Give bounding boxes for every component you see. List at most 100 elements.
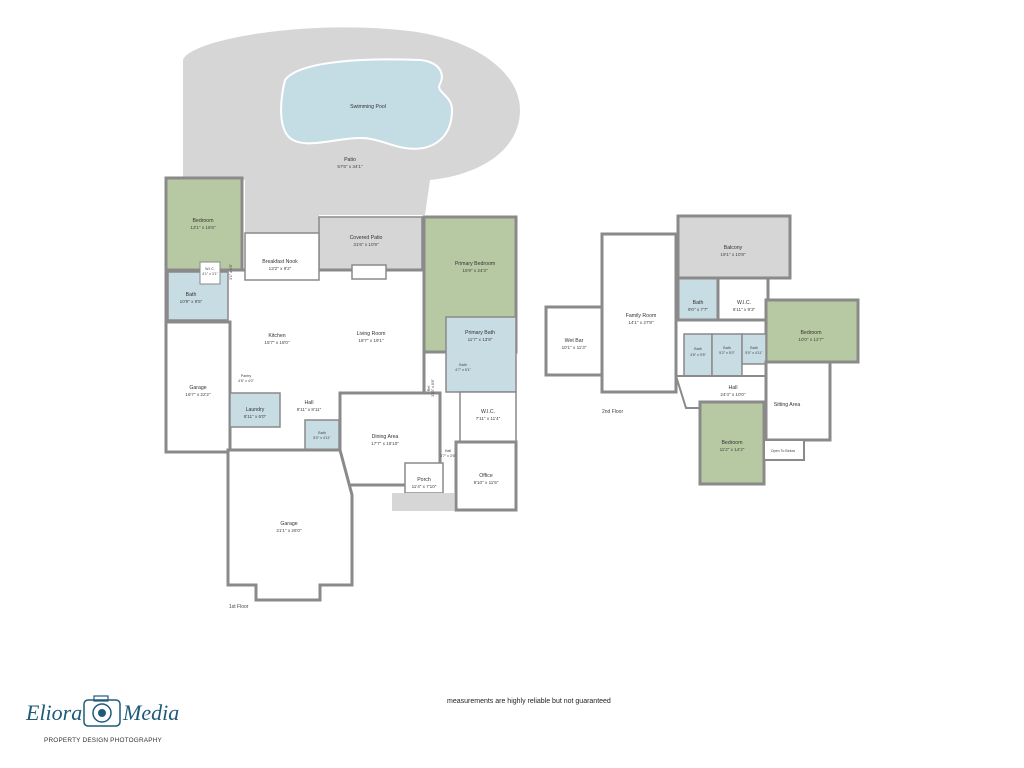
- wic-second: [716, 276, 770, 322]
- dim-bath-c: 5'0" x 4'11": [745, 351, 763, 355]
- dim-bath-left: 10'9" x 8'5": [180, 299, 203, 304]
- dim-hall-second: 24'4" x 10'0": [720, 392, 746, 397]
- dim-bedroom-right: 10'0" x 12'7": [798, 337, 824, 342]
- brand-left-text: Eliora: [25, 700, 82, 725]
- label-sitting: Sitting Area: [774, 402, 801, 408]
- dim-garage-main: 21'1" x 26'0": [276, 528, 302, 533]
- label-wic-second: W.I.C.: [737, 300, 751, 306]
- label-porch: Porch: [417, 477, 431, 483]
- wic-small: [199, 261, 221, 285]
- first-floor-labels: Swimming Pool Patio 57'6" x 34'1" Bedroo…: [180, 104, 501, 610]
- office: [454, 440, 518, 512]
- label-bath-b: Bath: [723, 346, 730, 350]
- label-hall-second: Hall: [729, 385, 738, 391]
- dim-garage-left: 16'7" x 22'2": [185, 392, 211, 397]
- dim-living: 18'7" x 19'1": [358, 338, 384, 343]
- dim-pantry: 4'6" x 4'0": [238, 379, 254, 383]
- brand-logo: Eliora Media PROPERTY DESIGN PHOTOGRAPHY: [25, 695, 179, 744]
- dim-family: 14'1" x 27'8": [628, 320, 654, 325]
- label-balcony: Balcony: [724, 245, 743, 251]
- garage-left: [164, 320, 232, 454]
- dim-bedroom-bottom: 11'2" x 14'2": [720, 447, 745, 452]
- dim-office: 9'10" x 11'5": [474, 480, 499, 485]
- label-bath-mini: Bath: [459, 363, 466, 367]
- breakfast-nook: [244, 232, 320, 281]
- dim-dining: 17'7" x 15'10": [371, 441, 399, 446]
- half-bath: [304, 419, 340, 451]
- label-living: Living Room: [357, 331, 386, 337]
- label-covered-patio: Covered Patio: [350, 235, 383, 241]
- bath-top: [676, 276, 720, 322]
- dim-balcony: 19'1" x 10'8": [720, 252, 746, 257]
- disclaimer-text: measurements are highly reliable but not…: [447, 698, 611, 705]
- dim-wic-primary: 7'11" x 11'4": [476, 416, 501, 421]
- label-primary-bath: Primary Bath: [465, 330, 495, 336]
- laundry: [229, 392, 281, 428]
- label-bedroom-bottom: Bedroom: [721, 440, 742, 446]
- bedroom-bottom: [698, 400, 766, 486]
- label-kitchen: Kitchen: [268, 333, 285, 339]
- label-pantry: Pantry: [241, 374, 252, 378]
- label-bedroom-left: Bedroom: [192, 218, 213, 224]
- label-garage-main: Garage: [280, 521, 297, 527]
- label-primary-bedroom: Primary Bedroom: [455, 261, 495, 267]
- dim-bath-top: 9'0" x 7'7": [688, 307, 708, 312]
- brand-right-text: Media: [122, 700, 179, 725]
- dim-kitchen: 15'7" x 18'0": [264, 340, 290, 345]
- second-floor-labels: Balcony 19'1" x 10'8" Family Room 14'1" …: [562, 245, 824, 453]
- sitting-area: [764, 360, 832, 442]
- dim-wic-small: 4'1" x 3'1": [202, 272, 218, 276]
- label-pool: Swimming Pool: [350, 104, 386, 110]
- label-office: Office: [479, 473, 493, 479]
- label-closet-small: 3'1" x 4'8": [229, 263, 233, 279]
- label-bath-c: Bath: [750, 346, 757, 350]
- label-wet-bar: Wet Bar: [565, 338, 584, 344]
- label-patio: Patio: [344, 157, 356, 163]
- label-laundry: Laundry: [246, 407, 265, 413]
- dim-covered-patio: 31'6" x 10'9": [353, 242, 379, 247]
- wet-bar: [544, 305, 604, 377]
- label-garage-left: Garage: [189, 385, 206, 391]
- dim-breakfast: 13'2" x 9'2": [269, 266, 292, 271]
- label-hall-small: Hall: [445, 449, 451, 453]
- dim-porch: 11'4" x 7'10": [412, 484, 437, 489]
- dim-laundry: 8'11" x 6'0": [244, 414, 267, 419]
- label-first-floor: 1st Floor: [229, 604, 249, 610]
- bath-b: [711, 333, 743, 377]
- fireplace: [351, 264, 387, 280]
- dim-hall: 9'11" x 8'11": [297, 407, 322, 412]
- dim-patio: 57'6" x 34'1": [337, 164, 363, 169]
- label-bedroom-right: Bedroom: [800, 330, 821, 336]
- label-bath-top: Bath: [693, 300, 704, 306]
- label-breakfast: Breakfast Nook: [262, 259, 298, 265]
- wic-primary: [459, 391, 517, 443]
- label-dining: Dining Area: [372, 434, 399, 440]
- label-bath-half: Bath: [318, 431, 325, 435]
- dim-primary-bath: 11'7" x 13'8": [468, 337, 493, 342]
- dim-hall-small: 3'7" x 3'6": [440, 454, 456, 458]
- dim-bath-a: 4'6" x 9'5": [690, 353, 706, 357]
- label-hall: Hall: [305, 400, 314, 406]
- primary-bath: [445, 316, 517, 393]
- dim-bedroom-left: 13'1" x 16'6": [190, 225, 216, 230]
- label-open-below: Open To Below: [771, 449, 796, 453]
- brand-tagline: PROPERTY DESIGN PHOTOGRAPHY: [44, 737, 163, 744]
- dim-bath-mini: 4'7" x 5'1": [455, 368, 471, 372]
- dim-wic-second: 6'11" x 9'3": [733, 307, 756, 312]
- label-wic-small: W.I.C.: [205, 267, 215, 271]
- label-bath-left: Bath: [186, 292, 197, 298]
- porch-steps: [392, 493, 454, 511]
- label-second-floor: 2nd Floor: [602, 409, 623, 415]
- label-ref: Ref.: [427, 385, 431, 392]
- bath-c: [741, 333, 767, 365]
- first-floor: [164, 176, 518, 602]
- open-below: [763, 439, 805, 461]
- swimming-pool: [280, 58, 454, 150]
- dim-wet-bar: 10'1" x 11'3": [562, 345, 587, 350]
- dim-primary-bedroom: 15'9" x 24'3": [462, 268, 488, 273]
- bedroom-left: [164, 176, 244, 272]
- garage-main: [226, 448, 354, 602]
- dim-bath-b: 5'2" x 5'0": [719, 351, 735, 355]
- label-wic-primary: W.I.C.: [481, 409, 495, 415]
